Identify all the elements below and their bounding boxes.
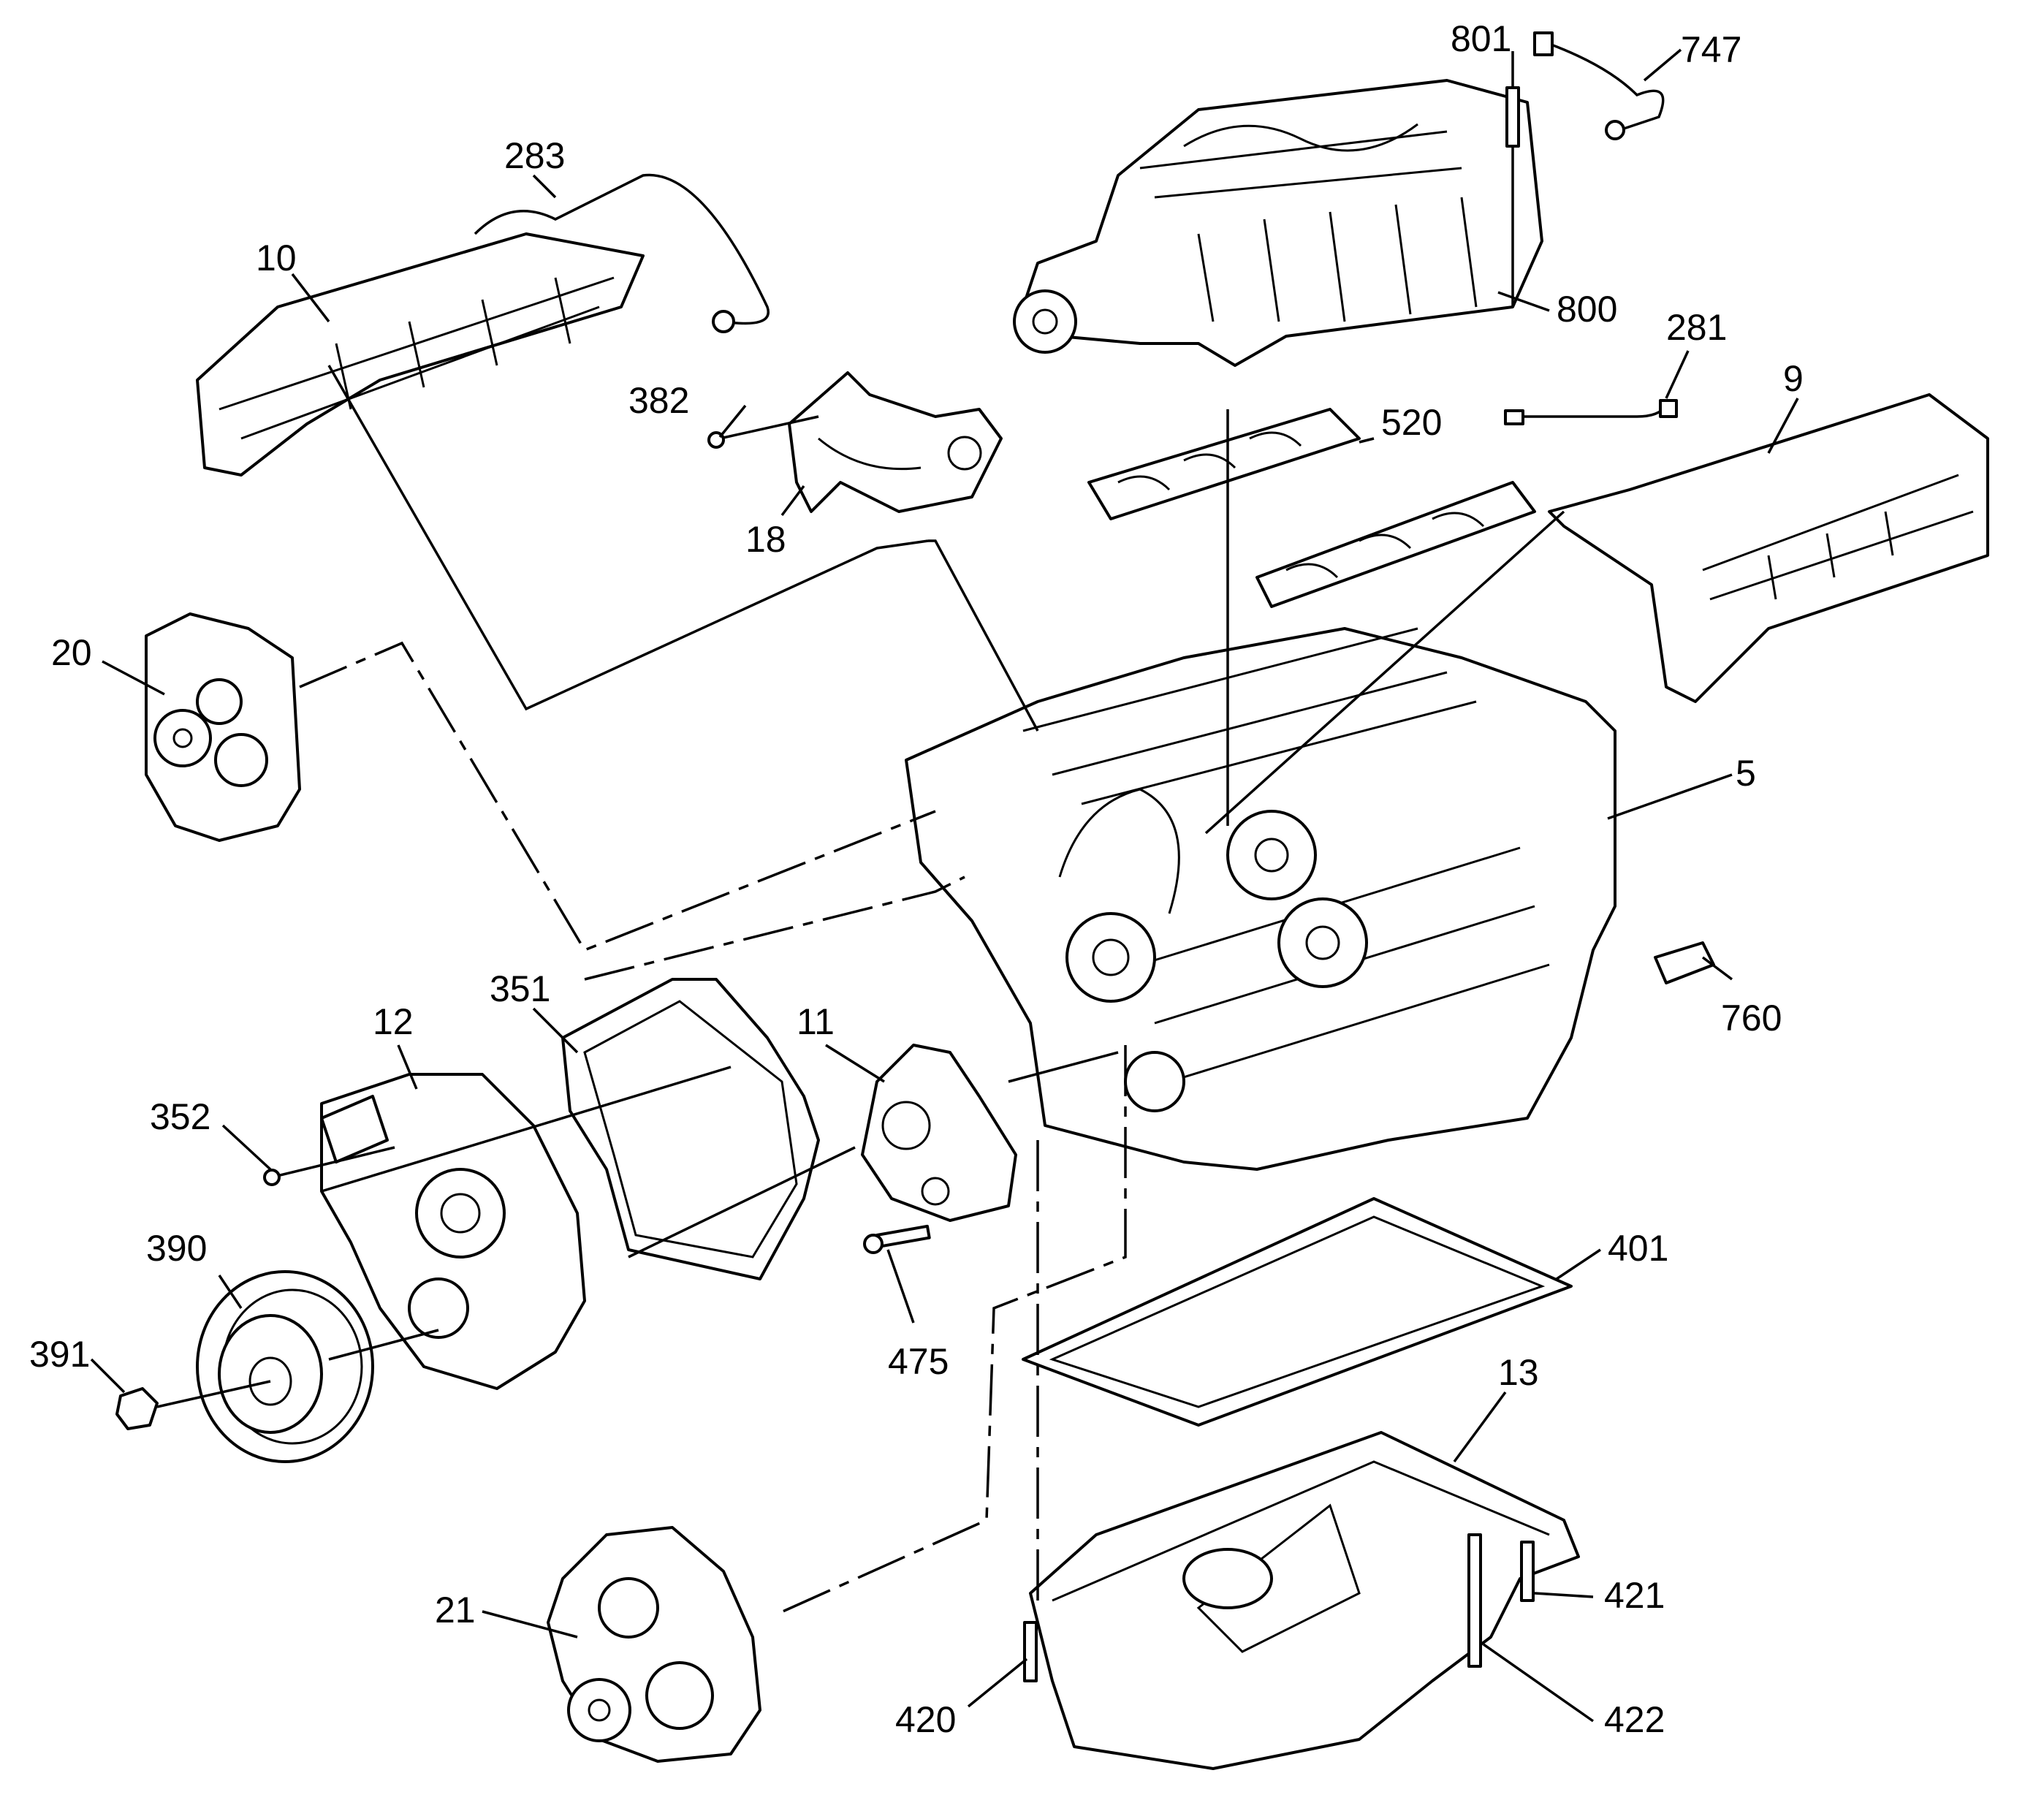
- bolt-420: [1023, 1621, 1038, 1682]
- valve-cover-right: [1548, 393, 1989, 703]
- accessory-bracket-21: [547, 1526, 761, 1763]
- bolt-422: [1467, 1533, 1482, 1668]
- water-outlet-18: [788, 371, 1003, 513]
- bolt-352: [263, 1146, 395, 1186]
- callout-5: 5: [1736, 753, 1756, 794]
- harness-283: [474, 173, 770, 333]
- callout-351: 351: [490, 968, 550, 1009]
- callout-401: 401: [1608, 1228, 1668, 1269]
- callout-800: 800: [1557, 289, 1617, 330]
- callout-422: 422: [1604, 1699, 1665, 1740]
- callout-labels: 801 747 283 10 800 281 9 382 520 18 20 5…: [29, 18, 1804, 1740]
- oil-pan-gasket-401: [1022, 1197, 1573, 1427]
- callout-390: 390: [146, 1228, 207, 1269]
- callout-382: 382: [628, 380, 689, 421]
- valve-cover-left: [196, 232, 645, 477]
- sensor-harness-747: [1533, 31, 1665, 140]
- water-pump-20: [145, 612, 301, 842]
- callout-421: 421: [1604, 1575, 1665, 1616]
- callout-801: 801: [1451, 18, 1511, 59]
- callout-283: 283: [504, 135, 565, 176]
- callout-9: 9: [1783, 358, 1804, 399]
- callout-13: 13: [1498, 1352, 1539, 1393]
- assembly-lines: [299, 365, 1565, 1617]
- sensor-281: [1504, 399, 1678, 425]
- intake-gaskets-520: [1087, 408, 1536, 608]
- balancer-390: [196, 1270, 374, 1463]
- engine-block: [905, 627, 1616, 1171]
- callout-leaders: [90, 48, 1799, 1723]
- bolt-421: [1520, 1541, 1535, 1602]
- callout-12: 12: [373, 1001, 414, 1042]
- front-cover-gasket-351: [561, 978, 820, 1280]
- callout-391: 391: [29, 1334, 90, 1375]
- callout-10: 10: [256, 238, 297, 278]
- callout-747: 747: [1681, 29, 1741, 70]
- callout-18: 18: [745, 519, 786, 560]
- callout-475: 475: [888, 1341, 949, 1382]
- callout-21: 21: [435, 1590, 476, 1630]
- intake-manifold: [1013, 79, 1543, 367]
- callout-352: 352: [150, 1096, 210, 1137]
- oil-pan-13: [1029, 1431, 1580, 1770]
- bolt-391: [115, 1380, 271, 1430]
- callout-20: 20: [51, 632, 92, 673]
- callout-760: 760: [1721, 998, 1782, 1039]
- bolt-475: [863, 1224, 931, 1254]
- front-cover-12: [320, 1073, 586, 1390]
- callout-281: 281: [1666, 307, 1727, 348]
- fitting-760: [1654, 941, 1715, 984]
- callout-11: 11: [797, 1001, 835, 1042]
- oil-pump-11: [861, 1044, 1017, 1222]
- callout-420: 420: [895, 1699, 956, 1740]
- callout-520: 520: [1381, 402, 1442, 443]
